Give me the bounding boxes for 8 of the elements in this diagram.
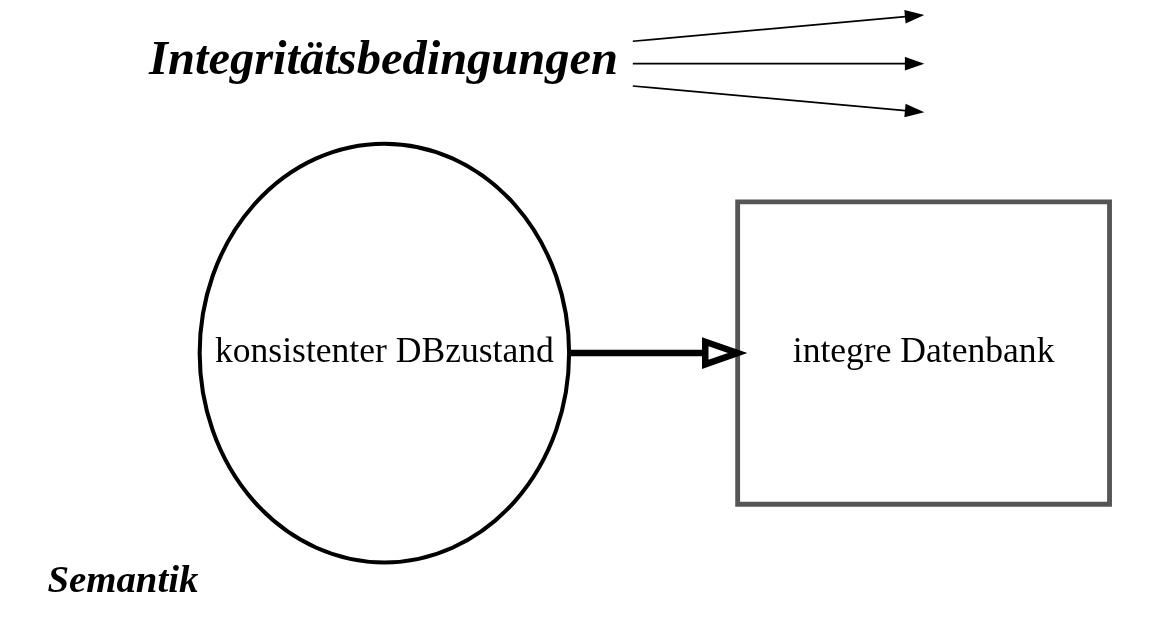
arrow [569,337,748,369]
arrow [632,9,925,43]
node-ellipse: konsistenter DBzustand [197,141,572,565]
node-text: Integritätsbedingungen [149,31,619,85]
node-label: Semantik [47,556,199,600]
arrow [632,56,925,71]
arrow [632,85,925,118]
node-box: integre Datenbank [735,199,1112,507]
